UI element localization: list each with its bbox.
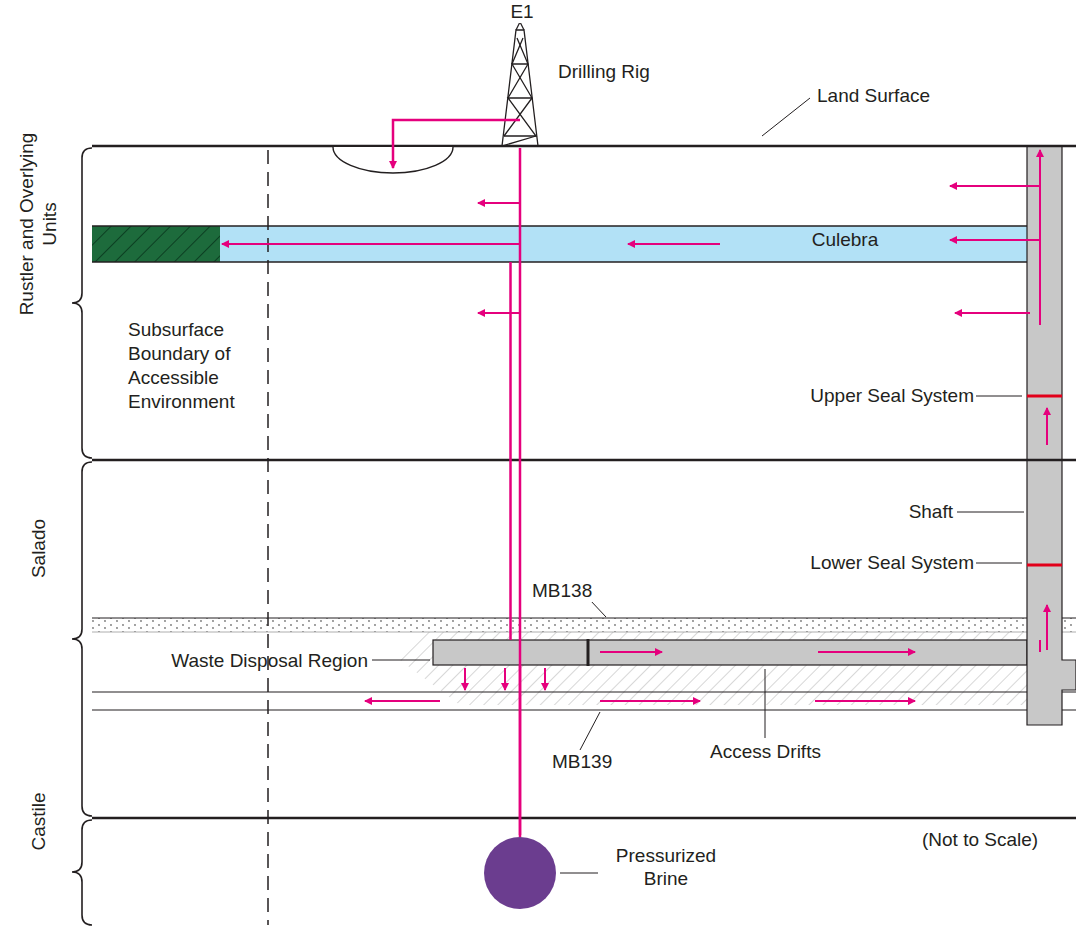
seal-label: Lower Seal System <box>772 551 976 574</box>
unit-label: Salado <box>27 447 50 651</box>
access-drifts: Access Drifts <box>588 640 1027 665</box>
waste-disposal-region: Waste Disposal Region <box>433 640 588 665</box>
unit-label: Rustler and Overlying Units <box>15 122 61 326</box>
marker-bed-label: MB138 <box>530 579 614 602</box>
boundary-label: Subsurface Boundary of Accessible Enviro… <box>126 318 258 414</box>
node-label: Culebra <box>745 228 945 251</box>
seal-label: Upper Seal System <box>772 384 976 407</box>
surface-label: Land Surface <box>815 84 969 107</box>
culebra-band: Culebra <box>92 226 1027 262</box>
borehole-connector <box>509 262 512 640</box>
node-label: Shaft <box>870 500 953 523</box>
node-label: Access Drifts <box>678 740 853 763</box>
rig-label: Drilling Rig <box>556 60 700 83</box>
brine-reservoir: Pressurized Brine <box>484 837 556 909</box>
marker-bed-label: MB139 <box>550 750 634 773</box>
node-label: Waste Disposal Region <box>100 649 368 672</box>
node-label: Pressurized Brine <box>602 844 730 890</box>
unit-label: Castile <box>27 760 50 884</box>
shaft: Shaft <box>1027 146 1062 725</box>
scale-note: (Not to Scale) <box>920 828 1074 851</box>
well-id: E1 <box>500 0 544 23</box>
borehole-connector <box>519 665 522 837</box>
